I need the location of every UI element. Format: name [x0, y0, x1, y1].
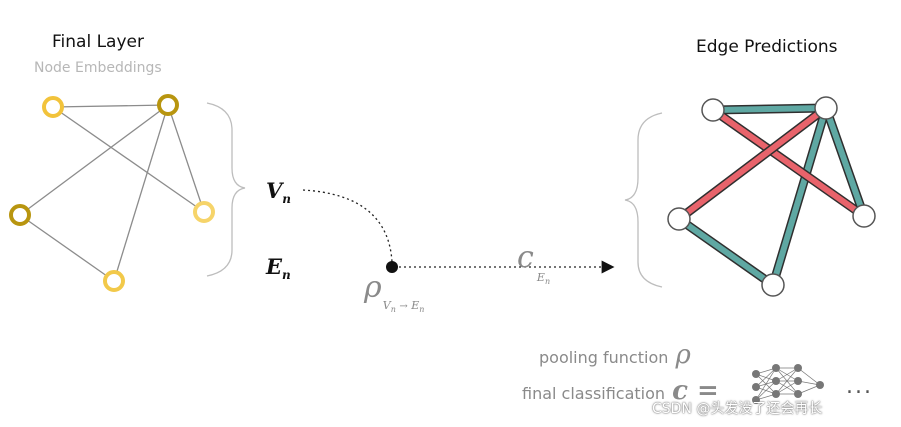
edge-node-2 [814, 96, 838, 120]
edge-n1-n2 [52, 104, 169, 108]
edge-n2-n4 [167, 104, 205, 213]
vn-symbol: Vn [266, 178, 292, 207]
node-embeddings-subtitle: Node Embeddings [34, 60, 162, 76]
node-embedding-3 [9, 204, 31, 226]
pooling-function-legend: pooling function ρ [539, 340, 691, 370]
edge-r2-r4 [674, 103, 831, 224]
edge-n2-n5 [113, 104, 169, 282]
edge-r4-r3 [674, 214, 778, 290]
edge-n1-n4 [52, 106, 205, 213]
left-graph-nodes [9, 94, 215, 292]
edge-predictions-title: Edge Predictions [696, 37, 838, 57]
edge-node-5 [852, 204, 876, 228]
node-embedding-5 [103, 270, 125, 292]
node-embedding-4 [193, 201, 215, 223]
edge-r2-r3 [768, 103, 831, 290]
right-graph-edges [674, 103, 869, 290]
edge-r2-r5 [821, 103, 869, 221]
edge-r1-r2 [708, 103, 831, 115]
edge-n2-n3 [19, 104, 169, 216]
final-layer-title: Final Layer [52, 32, 144, 52]
edge-node-3 [761, 273, 785, 297]
vn-to-pool-curve [302, 189, 393, 263]
right-brace [624, 112, 663, 288]
neural-network-icon [752, 364, 824, 404]
node-embedding-2 [157, 94, 179, 116]
left-brace [206, 102, 246, 277]
edge-n3-n5 [19, 214, 115, 282]
csdn-watermark: CSDN @头发没了还会再长 [652, 401, 823, 417]
c-classifier-label: c En [517, 240, 551, 287]
en-symbol: En [266, 254, 291, 283]
edge-r1-r5 [708, 105, 869, 221]
edge-node-1 [701, 98, 725, 122]
final-classification-legend: final classification c = [522, 376, 719, 406]
pooling-node-dot [386, 261, 398, 273]
edge-node-4 [667, 207, 691, 231]
rho-pooling-label: ρ Vn → En [364, 270, 425, 315]
legend-ellipsis: ... [846, 374, 873, 399]
left-graph-edges [19, 104, 205, 282]
node-embedding-1 [42, 96, 64, 118]
right-graph-nodes [667, 96, 876, 297]
